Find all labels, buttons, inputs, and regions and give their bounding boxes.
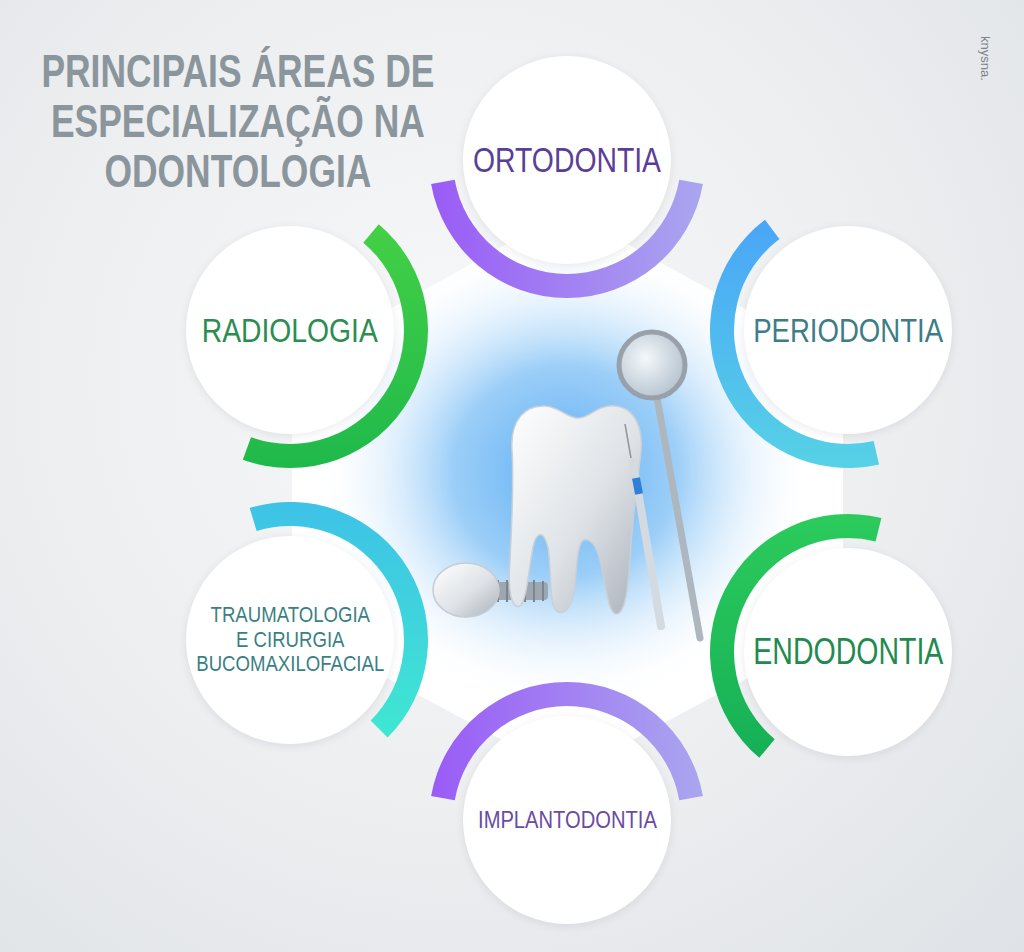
specialty-circle: PERIODONTIA [744, 226, 952, 434]
molar-tooth [509, 406, 641, 614]
specialty-name: ORTODONTIA [473, 140, 661, 179]
specialty-circle: IMPLANTODONTIA [463, 716, 671, 924]
dental-mirror [619, 332, 700, 638]
specialty-circle: ENDODONTIA [744, 548, 952, 756]
syringe [625, 424, 661, 626]
specialty-name: IMPLANTODONTIA [478, 807, 657, 834]
specialty-name: TRAUMATOLOGIA E CIRURGIA BUCOMAXILOFACIA… [196, 603, 384, 677]
implant-crown [433, 563, 499, 617]
watermark: knysna. [978, 29, 993, 89]
specialty-circle: TRAUMATOLOGIA E CIRURGIA BUCOMAXILOFACIA… [186, 536, 394, 744]
diagram-title: PRINCIPAIS ÁREAS DE ESPECIALIZAÇÃO NA OD… [30, 46, 446, 196]
specialty-circle: ORTODONTIA [463, 56, 671, 264]
dental-illustration [433, 332, 700, 638]
specialty-name: ENDODONTIA [753, 631, 943, 672]
specialty-name: RADIOLOGIA [202, 311, 378, 349]
specialty-circle: RADIOLOGIA [186, 226, 394, 434]
specialty-name: PERIODONTIA [753, 311, 943, 349]
